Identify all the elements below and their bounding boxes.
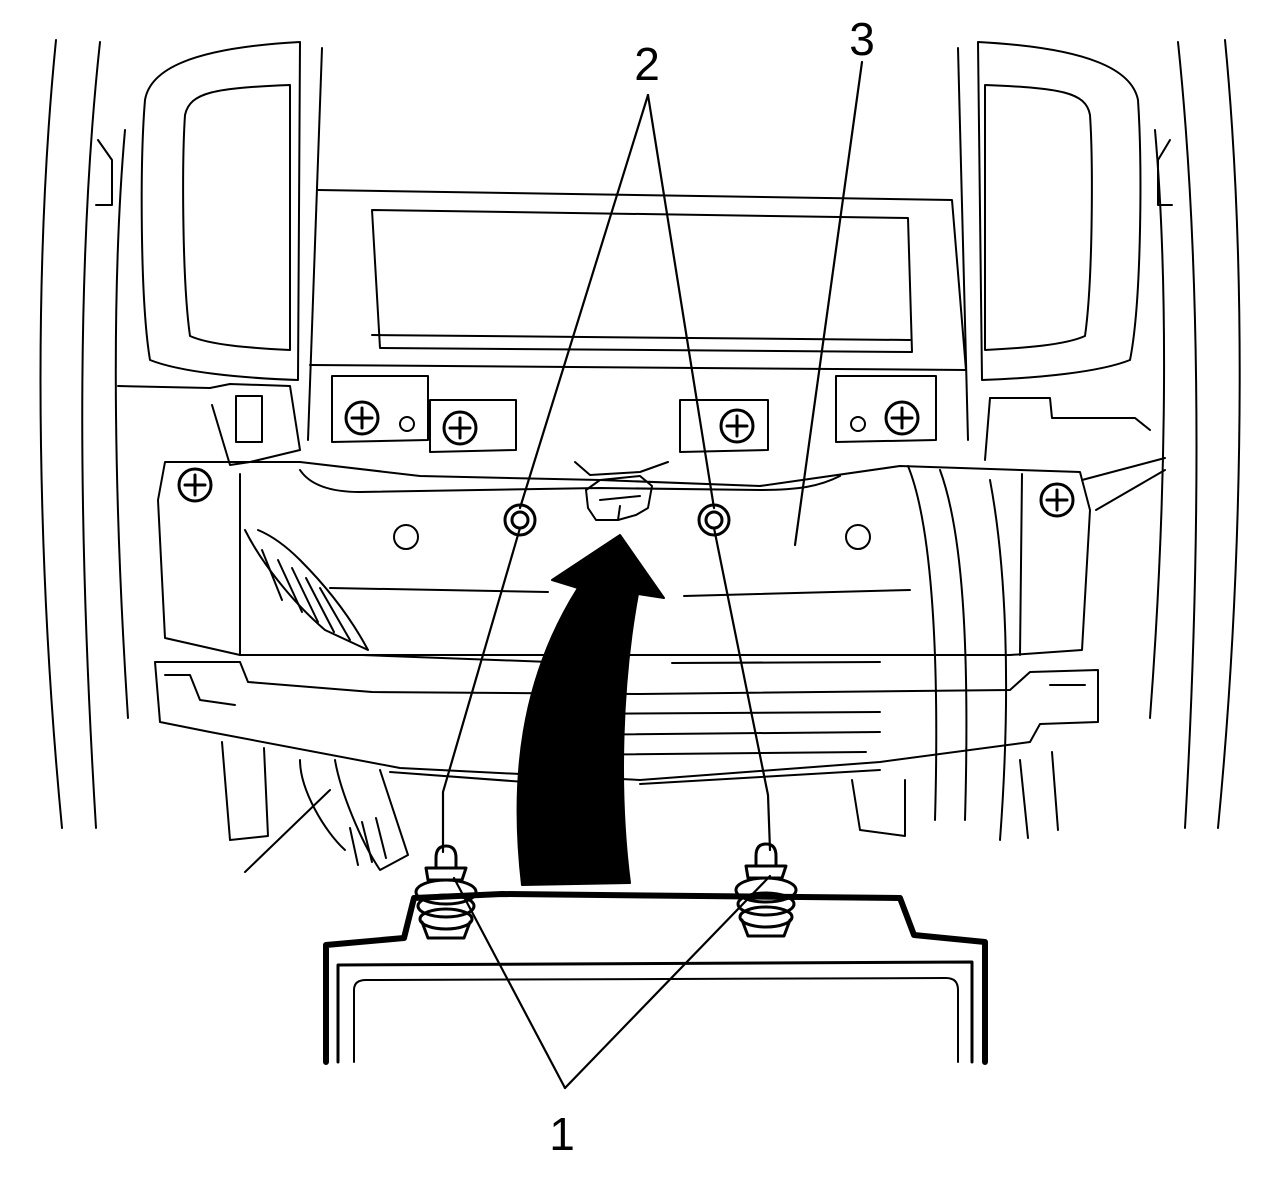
mounting-stud-left [414, 844, 478, 940]
mounting-stud-right [734, 842, 798, 938]
wiring-harness-left [244, 529, 369, 651]
callout-2: 2 [634, 38, 660, 90]
phillips-screw-icon [344, 400, 380, 436]
left-air-vent [95, 41, 301, 381]
phillips-screw-icon [884, 400, 920, 436]
mounting-brackets [117, 375, 1151, 466]
electrical-connector [585, 475, 653, 521]
dashboard-outline [39, 39, 1241, 829]
display-opening [309, 189, 967, 371]
phillips-screw-icon [177, 467, 213, 503]
callout-leaders [452, 60, 864, 1090]
phillips-screw-icon [1039, 482, 1075, 518]
right-air-vent [977, 41, 1173, 381]
phillips-screw-icon [442, 410, 478, 446]
lower-trim-bezel [154, 661, 1099, 785]
installation-arrow [516, 534, 665, 886]
alignment-guide-lines [441, 526, 772, 854]
lower-supports [221, 741, 1059, 873]
callout-1: 1 [549, 1108, 575, 1160]
radio-module [323, 891, 988, 1065]
phillips-screw-icon [719, 408, 755, 444]
wiring-harness-right [907, 457, 1166, 841]
callout-3: 3 [849, 13, 875, 65]
mounting-panel [157, 461, 1091, 664]
